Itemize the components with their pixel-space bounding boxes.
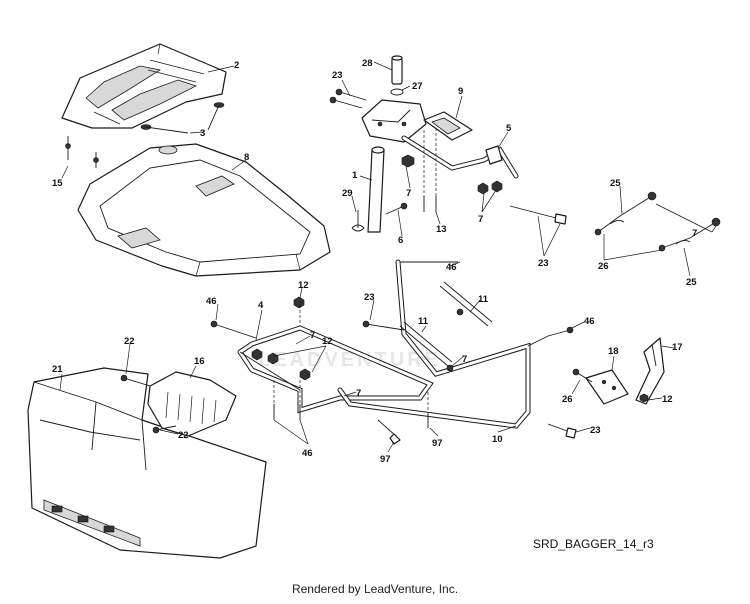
callout-23[interactable]: 23 <box>364 292 375 303</box>
part-16-deflector[interactable] <box>120 371 237 437</box>
callout-15[interactable]: 15 <box>52 178 63 189</box>
part-27-clip[interactable] <box>390 88 404 96</box>
callout-97[interactable]: 97 <box>380 454 391 465</box>
callout-23[interactable]: 23 <box>590 425 601 436</box>
callout-7[interactable]: 7 <box>406 188 411 199</box>
callout-97[interactable]: 97 <box>432 438 443 449</box>
callout-29[interactable]: 29 <box>342 188 353 199</box>
callout-28[interactable]: 28 <box>362 58 373 69</box>
callout-17[interactable]: 17 <box>672 342 683 353</box>
watermark: LEADVENTURE <box>258 349 441 371</box>
callout-7[interactable]: 7 <box>310 330 315 341</box>
leader-lines <box>59 61 717 453</box>
part-8-hood[interactable] <box>77 143 331 277</box>
part-18-plate[interactable] <box>572 368 629 405</box>
callout-26[interactable]: 26 <box>562 394 573 405</box>
callout-1[interactable]: 1 <box>352 170 358 181</box>
part-13-bolts[interactable] <box>423 128 437 212</box>
part-23-97-bolts[interactable] <box>362 320 577 445</box>
callout-10[interactable]: 10 <box>492 434 503 445</box>
callout-16[interactable]: 16 <box>194 356 205 367</box>
part-9-latch-plate[interactable] <box>423 111 473 141</box>
part-3-fasteners[interactable] <box>140 102 225 134</box>
callout-13[interactable]: 13 <box>436 224 447 235</box>
callout-9[interactable]: 9 <box>458 86 463 97</box>
callout-46[interactable]: 46 <box>206 296 217 307</box>
part-1-rod[interactable] <box>367 146 385 233</box>
part-7-nuts-upper[interactable] <box>401 154 503 195</box>
part-11-rods[interactable] <box>399 281 493 372</box>
callout-2[interactable]: 2 <box>234 60 239 71</box>
callout-25[interactable]: 25 <box>686 277 697 288</box>
callout-27[interactable]: 27 <box>412 81 423 92</box>
part-15-screws[interactable] <box>65 136 99 168</box>
render-credit-footer: Rendered by LeadVenture, Inc. <box>291 582 459 596</box>
callout-12[interactable]: 12 <box>322 336 333 347</box>
part-pivot-bracket[interactable] <box>361 99 427 143</box>
part-10-bagger-frame[interactable] <box>337 259 549 429</box>
part-23-bolt-right[interactable] <box>509 205 567 225</box>
callout-7[interactable]: 7 <box>478 214 483 225</box>
part-28-pin[interactable] <box>391 55 403 85</box>
callout-12[interactable]: 12 <box>298 280 309 291</box>
part-46-bolts-left[interactable] <box>210 300 301 420</box>
callout-22[interactable]: 22 <box>178 430 189 441</box>
callout-3[interactable]: 3 <box>200 128 205 139</box>
part-6-bolt[interactable] <box>385 202 408 215</box>
callout-12[interactable]: 12 <box>662 394 673 405</box>
callout-labels: 2 3 15 8 28 23 27 9 1 5 7 29 6 13 7 23 2… <box>52 58 697 465</box>
callout-18[interactable]: 18 <box>608 346 619 357</box>
callout-23[interactable]: 23 <box>332 70 343 81</box>
part-4-frame[interactable] <box>237 325 434 414</box>
callout-21[interactable]: 21 <box>52 364 63 375</box>
part-5-handle-rod[interactable] <box>401 135 519 179</box>
callout-23[interactable]: 23 <box>538 258 549 269</box>
callout-26[interactable]: 26 <box>598 261 609 272</box>
drawing-code: SRD_BAGGER_14_r3 <box>533 537 654 551</box>
callout-22[interactable]: 22 <box>124 336 135 347</box>
callout-4[interactable]: 4 <box>258 300 264 311</box>
part-23-bolts-top[interactable] <box>329 88 367 109</box>
part-17-bracket[interactable] <box>635 337 665 405</box>
callout-7[interactable]: 7 <box>356 388 361 399</box>
callout-7[interactable]: 7 <box>692 228 697 239</box>
callout-46[interactable]: 46 <box>446 262 457 273</box>
callout-25[interactable]: 25 <box>610 178 621 189</box>
callout-46[interactable]: 46 <box>302 448 313 459</box>
callout-6[interactable]: 6 <box>398 235 403 246</box>
part-21-collector-bag[interactable] <box>27 367 267 559</box>
callout-11[interactable]: 11 <box>478 294 489 305</box>
callout-8[interactable]: 8 <box>244 152 249 163</box>
callout-11[interactable]: 11 <box>418 316 429 327</box>
part-25-26-pins[interactable] <box>594 191 721 252</box>
callout-7[interactable]: 7 <box>462 354 467 365</box>
callout-5[interactable]: 5 <box>506 123 512 134</box>
callout-46[interactable]: 46 <box>584 316 595 327</box>
part-29-clip[interactable] <box>351 210 365 232</box>
part-2-upper-cover[interactable] <box>61 43 227 129</box>
